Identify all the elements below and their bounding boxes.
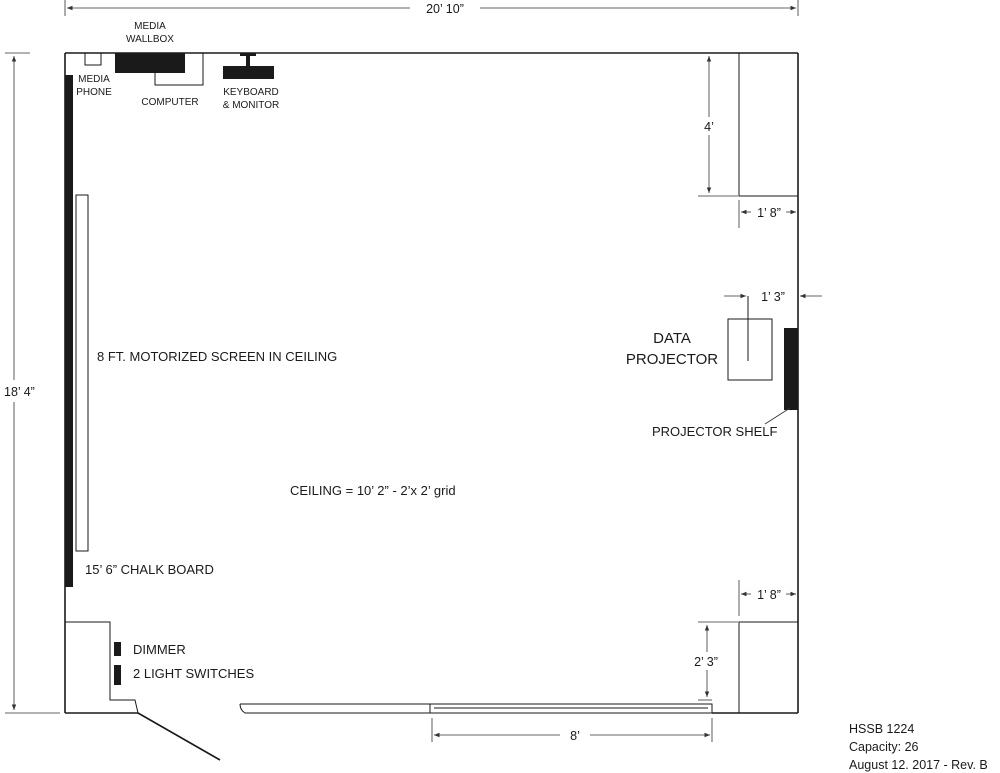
data-projector-label-1: DATA bbox=[653, 330, 691, 347]
room-capacity: Capacity: 26 bbox=[849, 740, 919, 754]
bottom-closet-depth-label: 2’ 3” bbox=[694, 655, 718, 669]
top-right-closet bbox=[738, 53, 798, 197]
media-wallbox-label-2: WALLBOX bbox=[126, 34, 174, 45]
door-swing bbox=[137, 712, 221, 761]
keyboard-label-2: & MONITOR bbox=[223, 100, 279, 111]
media-wallbox bbox=[115, 53, 185, 73]
ceiling-label: CEILING = 10’ 2” - 2’x 2’ grid bbox=[290, 483, 456, 498]
light-switches bbox=[114, 665, 121, 685]
computer-label: COMPUTER bbox=[141, 97, 198, 108]
door-width-dimension: 8’ bbox=[431, 718, 713, 743]
closet-depth-label: 4’ bbox=[704, 120, 714, 134]
motorized-screen bbox=[75, 194, 89, 552]
computer bbox=[154, 53, 204, 86]
width-dimension-label: 20’ 10” bbox=[426, 2, 464, 16]
height-dimension-label: 18’ 4” bbox=[4, 385, 35, 399]
sliding-door-wall bbox=[239, 703, 713, 714]
projector-shelf bbox=[784, 328, 798, 410]
closet-width-bottom-label: 1’ 8” bbox=[757, 588, 781, 602]
room-walls bbox=[64, 52, 799, 714]
keyboard-label-1: KEYBOARD bbox=[223, 87, 279, 98]
projector-shelf-leader bbox=[764, 407, 791, 425]
data-projector bbox=[727, 296, 773, 381]
projector-shelf-label: PROJECTOR SHELF bbox=[652, 424, 778, 439]
chalk-board-label: 15’ 6” CHALK BOARD bbox=[85, 562, 214, 577]
keyboard-monitor bbox=[223, 53, 274, 79]
bottom-closet-depth-dimension: 2’ 3” bbox=[688, 621, 738, 701]
closet-width-top-dimension: 1’ 8” bbox=[738, 200, 796, 228]
media-phone bbox=[84, 52, 102, 66]
dimmer-label: DIMMER bbox=[133, 642, 186, 657]
motorized-screen-label: 8 FT. MOTORIZED SCREEN IN CEILING bbox=[97, 349, 337, 364]
media-phone-label-2: PHONE bbox=[76, 87, 112, 98]
door-width-label: 8’ bbox=[570, 729, 580, 743]
closet-width-top-label: 1’ 8” bbox=[757, 206, 781, 220]
entry-nook bbox=[65, 621, 139, 714]
height-dimension: 18’ 4” bbox=[0, 52, 60, 714]
room-number: HSSB 1224 bbox=[849, 722, 914, 736]
light-switches-label: 2 LIGHT SWITCHES bbox=[133, 666, 254, 681]
dimmer bbox=[114, 642, 121, 656]
media-phone-label-1: MEDIA bbox=[78, 74, 110, 85]
closet-width-bottom-dimension: 1’ 8” bbox=[738, 580, 796, 616]
revision-date: August 12. 2017 - Rev. B bbox=[849, 758, 988, 772]
width-dimension: 20’ 10” bbox=[64, 0, 799, 16]
chalk-board bbox=[65, 75, 73, 587]
projector-offset-dimension: 1’ 3” bbox=[724, 290, 822, 304]
media-wallbox-label-1: MEDIA bbox=[134, 21, 166, 32]
data-projector-label-2: PROJECTOR bbox=[626, 351, 718, 368]
bottom-right-closet bbox=[738, 621, 798, 713]
closet-depth-dimension: 4’ bbox=[698, 56, 738, 197]
projector-offset-label: 1’ 3” bbox=[761, 290, 785, 304]
